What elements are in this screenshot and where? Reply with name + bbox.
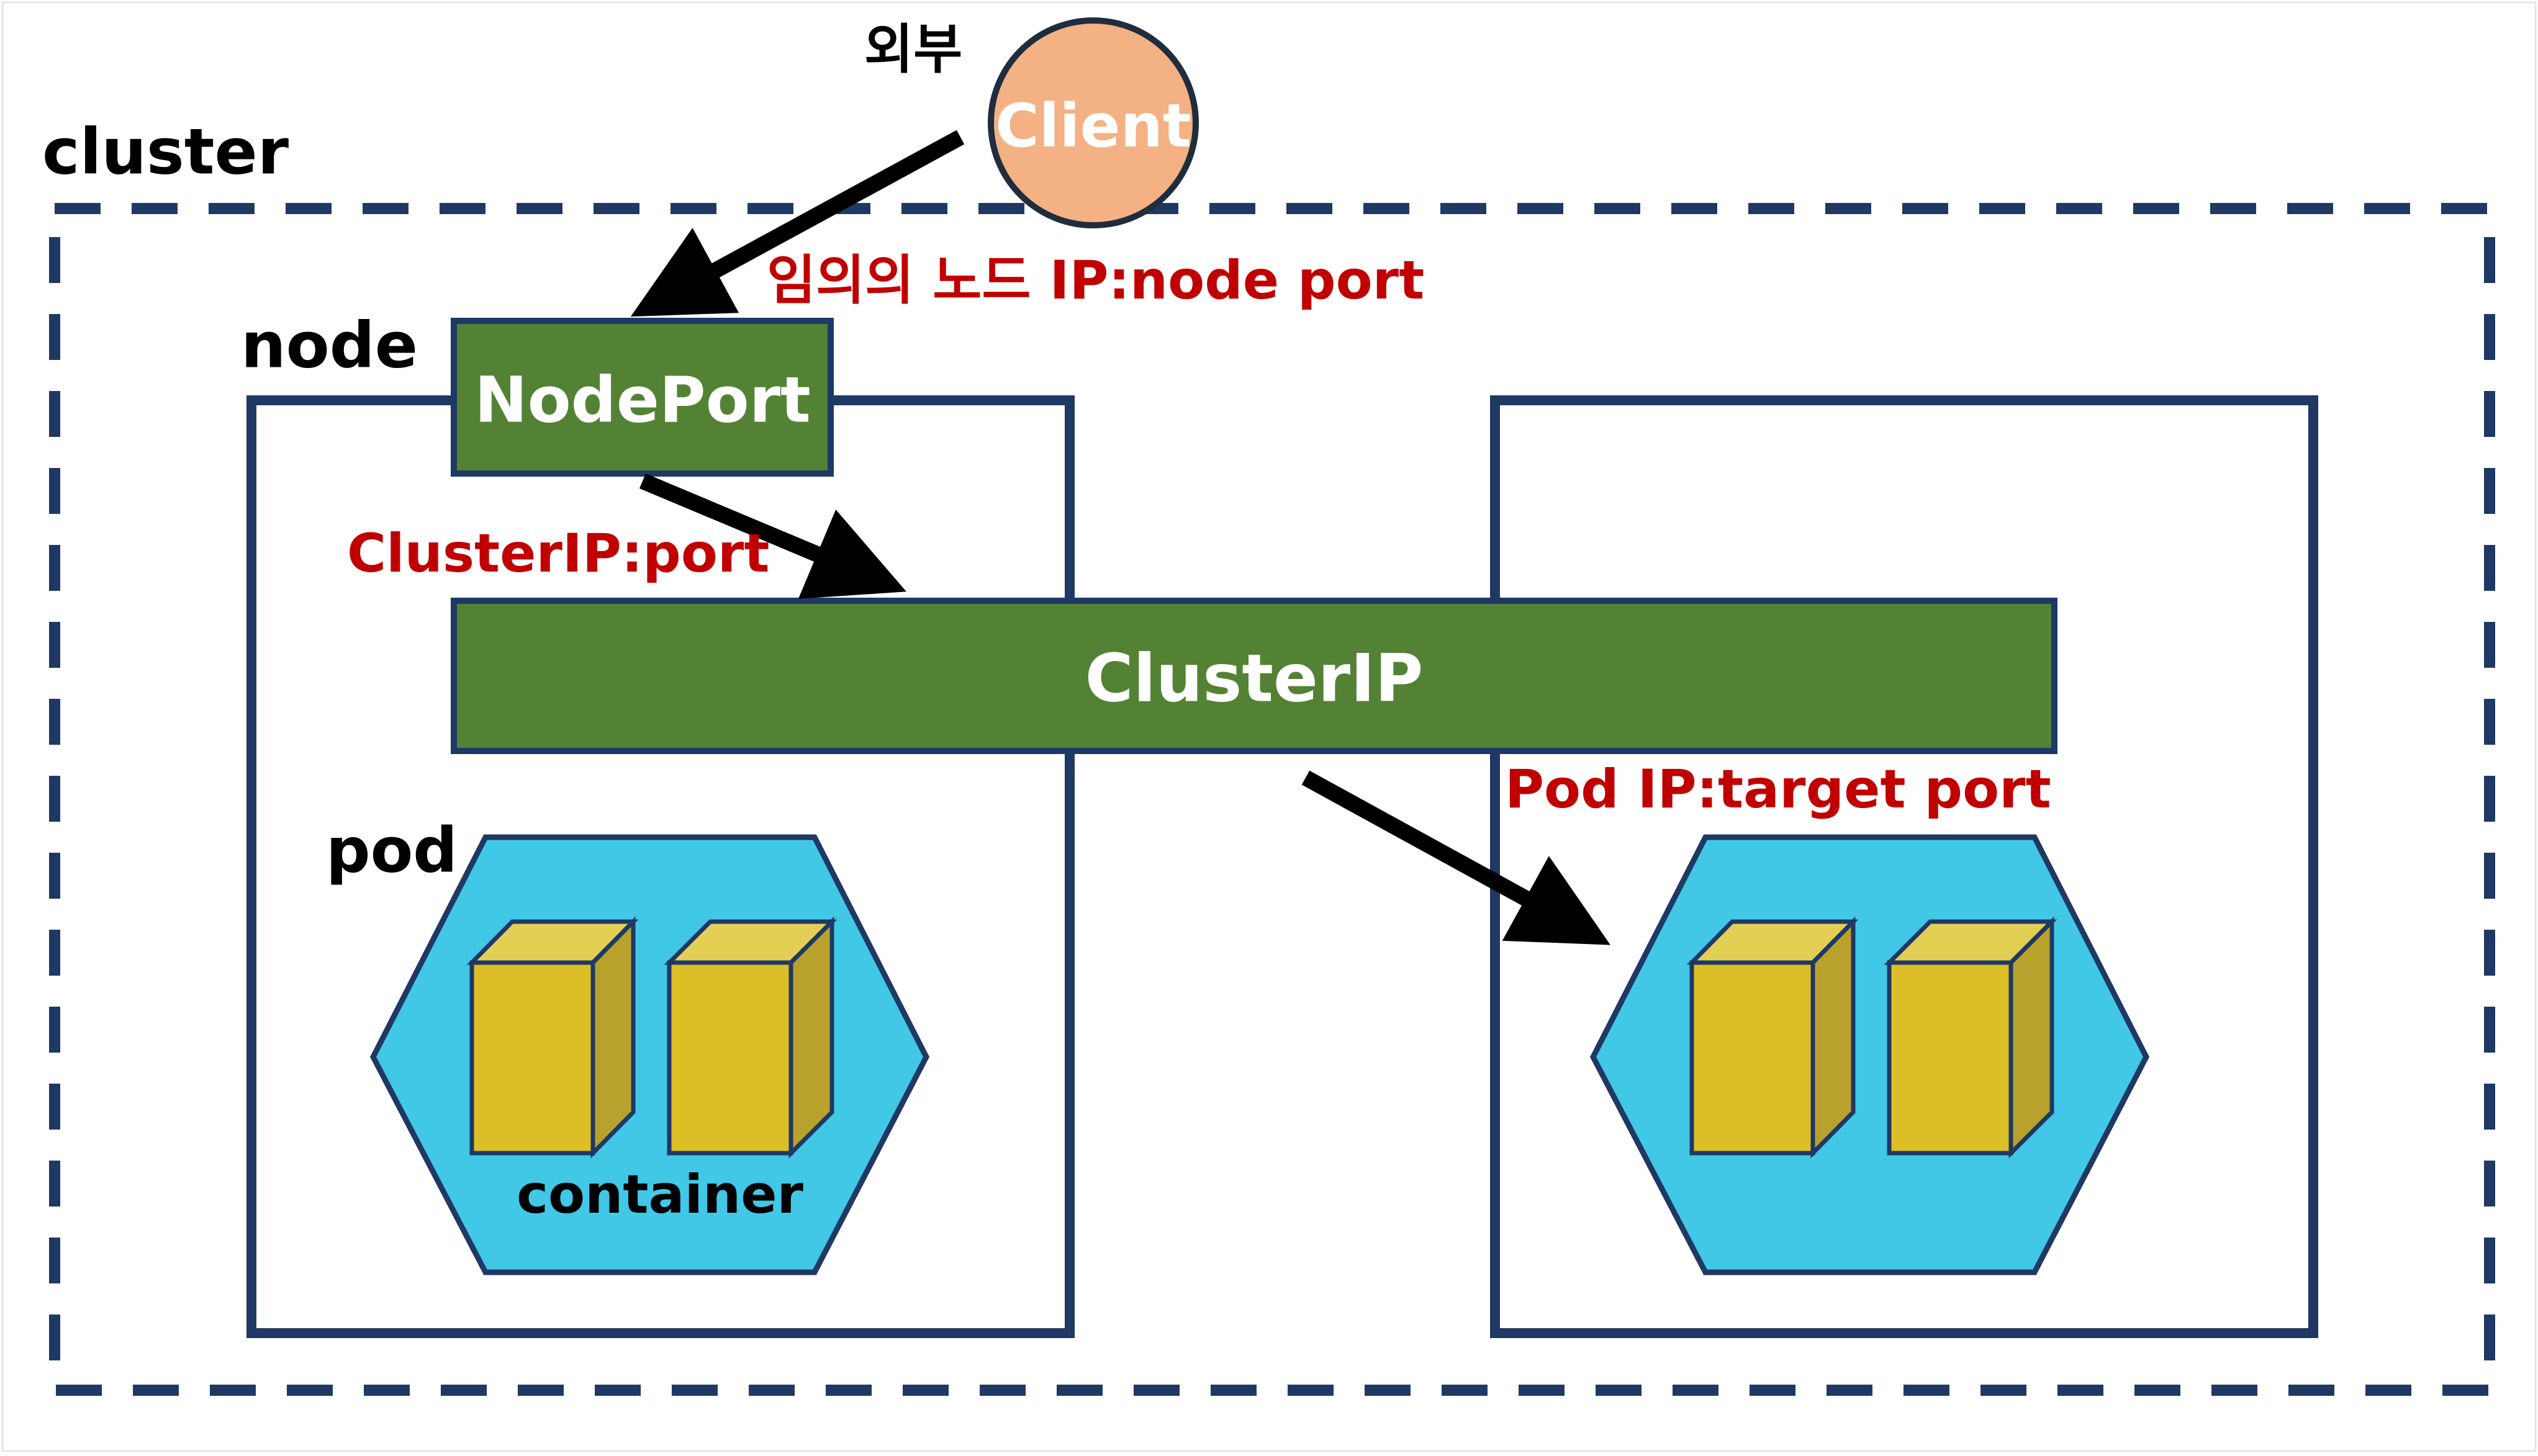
client-label: Client	[995, 91, 1191, 161]
nodeport-label: NodePort	[474, 364, 811, 438]
arrow-client-to-nodeport	[630, 130, 965, 317]
cluster-label: cluster	[42, 115, 289, 189]
pod-target-port-label: Pod IP:target port	[1505, 758, 2051, 820]
container-cube-3	[1686, 916, 1859, 1159]
cluster-boundary	[49, 203, 2495, 1396]
clusterip-bar	[451, 598, 2057, 754]
container-label: container	[517, 1164, 803, 1226]
container-cube-4	[1884, 916, 2057, 1159]
clusterip-port-label: ClusterIP:port	[347, 523, 769, 585]
node-ip-port-label: 임의의 노드 IP:node port	[767, 249, 1424, 312]
clusterip-label: ClusterIP	[1085, 640, 1424, 717]
pod-label: pod	[326, 814, 458, 887]
container-cube-2	[664, 916, 838, 1159]
arrow-nodeport-to-clusterip	[639, 474, 906, 599]
client-circle	[988, 17, 1199, 228]
arrow-clusterip-to-pod	[1301, 770, 1610, 945]
external-label: 외부	[864, 19, 962, 81]
container-cube-1	[466, 916, 639, 1159]
nodeport-box	[451, 318, 834, 477]
node-label: node	[241, 309, 418, 383]
pod-hexagon-right	[1589, 834, 2150, 1275]
